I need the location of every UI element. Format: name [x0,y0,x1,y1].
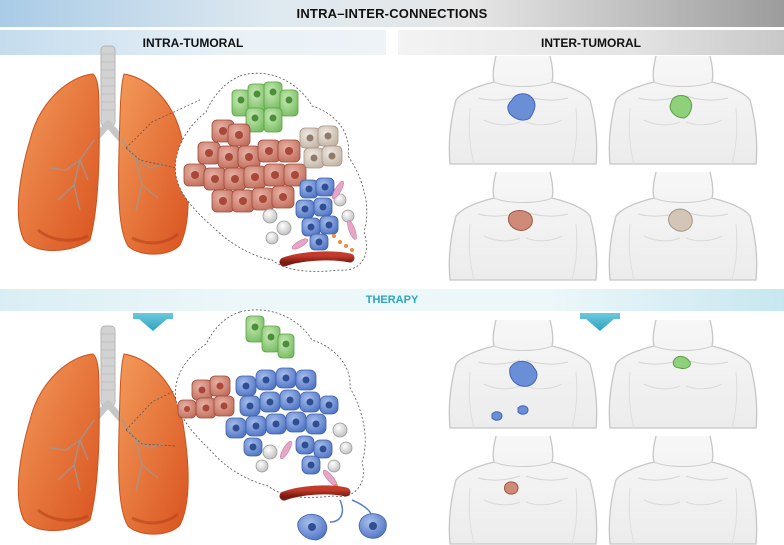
therapy-arrow-right-icon [580,313,620,331]
main-header: INTRA–INTER-CONNECTIONS [0,0,784,27]
metastatic-cells-icon [297,499,387,541]
fibroblasts-bottom [280,440,338,487]
tumor-beige-top-icon [668,208,693,232]
blood-vessel-bottom-icon [279,485,351,501]
particles-top [332,234,354,252]
inter-tumoral-title: INTER-TUMORAL [541,35,641,50]
therapy-label: THERAPY [365,294,419,306]
blood-vessel-top-icon [279,251,355,267]
beige-cell-cluster-top [299,125,343,169]
torso-bottom-3-icon [448,435,598,545]
tumor-green-top-icon [669,95,693,119]
intra-tumoral-title: INTRA-TUMORAL [142,35,244,50]
therapy-arrow-left-icon [133,313,173,331]
therapy-band: THERAPY [0,289,784,311]
tumor-green-bottom-icon [672,355,691,369]
blue-cell-cluster-top [295,177,339,251]
lungs-top-icon [18,46,188,254]
main-title: INTRA–INTER-CONNECTIONS [296,6,488,21]
tumor-red-bottom-icon [504,481,519,495]
torso-bottom-4-icon [608,435,758,545]
immune-cells-bottom [255,422,353,473]
green-cell-cluster-top [231,81,299,133]
red-cell-cluster-top [183,119,307,213]
immune-cells-top [262,193,355,245]
inter-tumoral-header: INTER-TUMORAL [398,30,784,55]
tumor-red-top-icon [507,210,533,231]
blue-cell-cluster-bottom [225,367,339,475]
fibroblasts-top [291,180,357,250]
green-cell-cluster-bottom [245,315,295,359]
red-cell-cluster-bottom [177,375,235,419]
lungs-bottom-icon [18,326,188,534]
tumor-blue-bottom-icon [491,360,538,421]
torso-bottom-2-icon [608,319,758,429]
intra-tumoral-header: INTRA-TUMORAL [0,30,386,55]
zoom-lines-top [125,99,201,169]
tumor-blue-top-icon [507,93,536,121]
